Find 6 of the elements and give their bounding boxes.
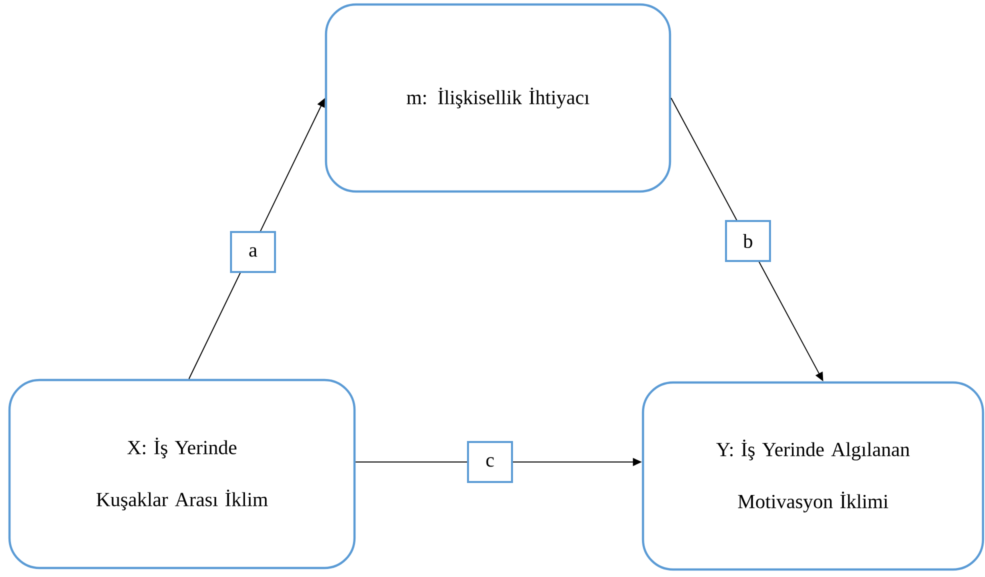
process-box: X: İş Yerinde Kuşaklar Arası İklim <box>8 378 356 570</box>
edge-label: c <box>467 441 513 483</box>
edge-label: a <box>230 231 276 273</box>
edge-label: b <box>725 220 771 262</box>
process-box: Y: İş Yerinde Algılanan Motivasyon İklimi <box>642 381 984 571</box>
process-box: m: İlişkisellik İhtiyacı <box>324 3 672 193</box>
